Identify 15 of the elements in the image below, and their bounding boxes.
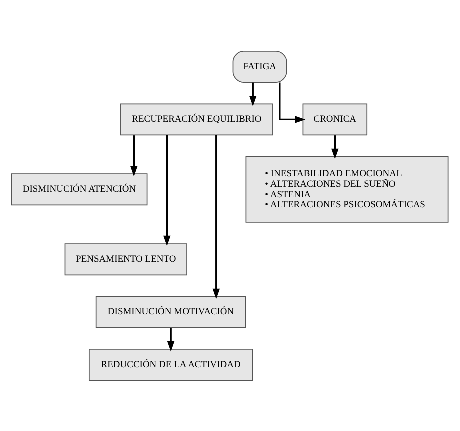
arrow <box>167 328 175 352</box>
node-box: CRONICA <box>302 103 368 136</box>
arrow <box>279 82 306 123</box>
arrow <box>332 135 339 159</box>
node-box: REDUCCIÓN DE LA ACTIVIDAD <box>89 348 254 380</box>
node-box: PENSAMIENTO LENTO <box>64 243 188 276</box>
arrow <box>212 134 220 299</box>
node-box: DISMINUCIÓN MOTIVACIÓN <box>96 296 246 328</box>
node-box: DISMINUCIÓN ATENCIÓN <box>11 173 148 206</box>
arrow <box>164 134 171 246</box>
node-box: FATIGA <box>232 50 288 82</box>
arrow <box>130 135 138 176</box>
arrow <box>249 82 257 106</box>
node-box: • INESTABILIDAD EMOCIONAL • ALTERACIONES DEL SUEÑO • ASTENIA • ALTERACIONES PSICOSOMÁTICAS <box>246 156 449 222</box>
node-box: RECUPERACIÓN EQUILIBRIO <box>120 103 274 136</box>
